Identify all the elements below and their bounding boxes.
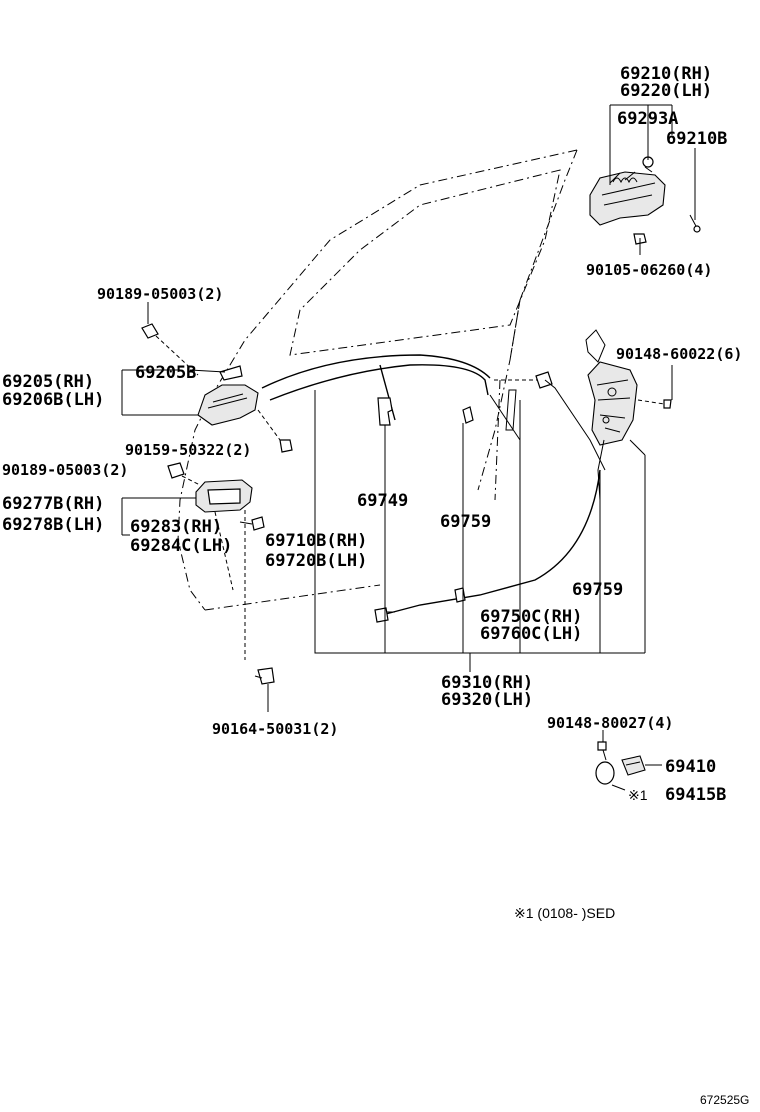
bezel-cap bbox=[251, 516, 265, 531]
inside-door-handle bbox=[197, 384, 259, 426]
striker-screw bbox=[597, 741, 607, 751]
label-69320-lh: 69320(LH) bbox=[441, 690, 533, 710]
inside-handle-assembly bbox=[141, 323, 293, 453]
label-69415b: 69415B bbox=[665, 785, 726, 805]
cable-end-clip bbox=[374, 607, 389, 623]
label-69759-right: 69759 bbox=[572, 580, 623, 600]
outside-handle-assembly bbox=[589, 156, 701, 258]
handle-screw bbox=[279, 439, 293, 453]
label-90189-05003-top: 90189-05003(2) bbox=[97, 285, 223, 303]
label-69310-rh: 69310(RH) bbox=[441, 673, 533, 693]
label-69759-center: 69759 bbox=[440, 512, 491, 532]
lock-control-cable bbox=[261, 354, 491, 389]
cable-clips bbox=[377, 397, 474, 426]
label-69293a: 69293A bbox=[617, 109, 678, 129]
bezel-assembly bbox=[167, 462, 275, 685]
label-90105-06260: 90105-06260(4) bbox=[586, 261, 712, 279]
upper-retainer-clip bbox=[141, 323, 159, 339]
handle-bezel-clip bbox=[219, 365, 243, 381]
label-90148-80027: 90148-80027(4) bbox=[547, 714, 673, 732]
bezel-screw bbox=[257, 667, 275, 685]
label-69278b-lh: 69278B(LH) bbox=[2, 515, 104, 535]
label-90189-05003-mid: 90189-05003(2) bbox=[2, 461, 128, 479]
part-labels: 69210(RH) 69220(LH) 69293A 69210B 90105-… bbox=[2, 64, 749, 1107]
door-lock-striker bbox=[621, 755, 646, 776]
striker-shim bbox=[595, 761, 615, 785]
rod-clip bbox=[535, 371, 553, 389]
label-69205b: 69205B bbox=[135, 363, 196, 383]
label-69284c-lh: 69284C(LH) bbox=[130, 536, 232, 556]
label-69277b-rh: 69277B(RH) bbox=[2, 494, 104, 514]
label-69750c-rh: 69750C(RH) bbox=[480, 607, 582, 627]
label-69710b-rh: 69710B(RH) bbox=[265, 531, 367, 551]
label-90159-50322: 90159-50322(2) bbox=[125, 441, 251, 459]
cable-clamp-69749 bbox=[377, 397, 393, 426]
label-90148-60022: 90148-60022(6) bbox=[616, 345, 742, 363]
label-69210b: 69210B bbox=[666, 129, 727, 149]
label-69206b-lh: 69206B(LH) bbox=[2, 390, 104, 410]
label-note-mark: ※1 bbox=[628, 787, 648, 803]
cable-assemblies bbox=[261, 354, 606, 623]
diagram-code: 672525G bbox=[700, 1093, 749, 1107]
label-69760c-lh: 69760C(LH) bbox=[480, 624, 582, 644]
label-90164-50031: 90164-50031(2) bbox=[212, 720, 338, 738]
footnote-text: ※1 (0108- )SED bbox=[514, 905, 615, 921]
lock-screw bbox=[663, 399, 672, 409]
label-69283-rh: 69283(RH) bbox=[130, 517, 222, 537]
label-69720b-lh: 69720B(LH) bbox=[265, 551, 367, 571]
label-69205-rh: 69205(RH) bbox=[2, 372, 94, 392]
handle-pad bbox=[693, 225, 701, 233]
lock-remote-control-cable bbox=[269, 364, 489, 401]
label-69220-lh: 69220(LH) bbox=[620, 81, 712, 101]
label-69210-rh: 69210(RH) bbox=[620, 64, 712, 84]
bezel-retainer-clip bbox=[167, 462, 185, 479]
lock-assembly bbox=[585, 329, 672, 501]
leader-lines bbox=[121, 104, 696, 791]
label-69410: 69410 bbox=[665, 757, 716, 777]
door-lock bbox=[587, 361, 638, 446]
cable-clamp-69759 bbox=[462, 406, 474, 424]
striker-assembly bbox=[595, 741, 646, 785]
lower-cable bbox=[381, 469, 601, 616]
label-69749: 69749 bbox=[357, 491, 408, 511]
